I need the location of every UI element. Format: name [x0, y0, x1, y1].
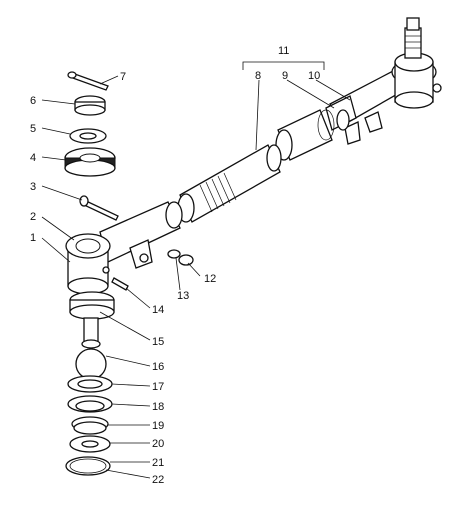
cotter-pin	[67, 71, 109, 91]
callout-12: 12	[204, 273, 216, 285]
group-bracket	[242, 61, 325, 70]
callout-7: 7	[120, 71, 126, 83]
callout-2: 2	[30, 211, 36, 223]
callout-16: 16	[152, 361, 164, 373]
callout-1: 1	[30, 232, 36, 244]
callout-19: 19	[152, 420, 164, 432]
callout-11: 11	[278, 45, 289, 57]
callout-20: 20	[152, 438, 164, 450]
callout-6: 6	[30, 95, 36, 107]
callout-5: 5	[30, 123, 36, 135]
callout-3: 3	[30, 181, 36, 193]
grease-fitting	[111, 277, 129, 291]
retaining-ring	[65, 456, 111, 476]
dust-cover	[64, 147, 116, 177]
clamp-nut	[178, 254, 194, 266]
callout-17: 17	[152, 381, 164, 393]
callout-14: 14	[152, 304, 164, 316]
callout-10: 10	[308, 70, 320, 82]
callout-18: 18	[152, 401, 164, 413]
leader-lines	[41, 75, 351, 479]
left-tie-rod-end	[65, 201, 183, 295]
callout-9: 9	[282, 70, 288, 82]
spring-seat	[67, 395, 113, 413]
lower-bearing	[67, 375, 113, 393]
spring	[71, 416, 109, 435]
bearing-insert	[69, 291, 115, 320]
callout-22: 22	[152, 474, 164, 486]
lock-washer	[167, 249, 181, 259]
callout-4: 4	[30, 152, 36, 164]
tie-rod-drawing	[41, 17, 442, 479]
callout-15: 15	[152, 336, 164, 348]
cover-plate	[69, 435, 111, 453]
callout-21: 21	[152, 457, 164, 469]
washer	[69, 128, 107, 144]
callout-8: 8	[255, 70, 261, 82]
adjusting-tube-center	[177, 144, 282, 223]
callout-labels: 1 2 3 4 5 6 7 8 9 10 11 12 13 14 15 16 1…	[30, 45, 320, 486]
callout-13: 13	[177, 290, 189, 302]
ball-stud	[75, 317, 107, 380]
adjusting-tube-right	[275, 109, 335, 161]
castle-nut	[74, 95, 106, 116]
clamp-bolt	[79, 195, 119, 221]
